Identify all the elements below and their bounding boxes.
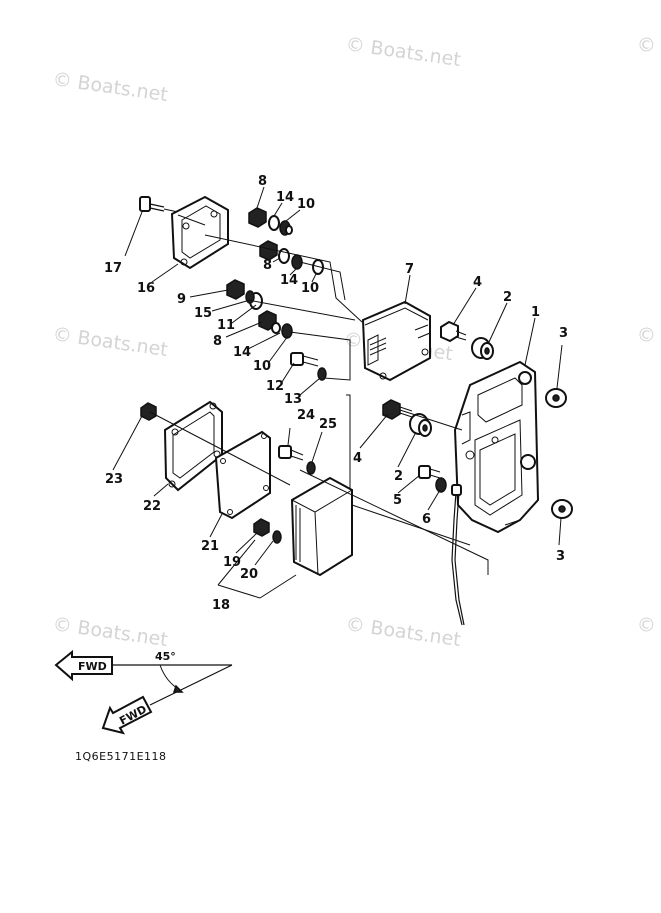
- label-part-21: 21: [201, 539, 219, 554]
- direction-indicator: FWD FWD 45°: [54, 649, 233, 735]
- label-part-4: 4: [353, 451, 362, 466]
- label-part-23: 23: [105, 472, 123, 487]
- watermark: © Boats.net: [51, 323, 169, 361]
- watermark: © Boats.net: [635, 323, 661, 361]
- part-5-screw: [418, 465, 441, 479]
- part-16-bracket: [170, 195, 229, 270]
- label-part-10: 10: [301, 281, 319, 296]
- part-17-bolt: [139, 196, 165, 212]
- part-12-bolt: [290, 352, 319, 367]
- watermark: © Boats.net: [635, 33, 661, 71]
- label-part-22: 22: [143, 499, 161, 514]
- part-25-washer: [306, 461, 316, 475]
- label-part-16: 16: [137, 281, 155, 296]
- watermark: © Boats.net: [51, 613, 169, 651]
- label-part-20: 20: [240, 567, 258, 582]
- part-22-gasket-frame: [163, 400, 223, 492]
- part-labels: 1 2 2 3 3 4 4 5 6 7 8 8 8 9 10 10 10 11 …: [104, 174, 568, 613]
- label-part-15: 15: [194, 306, 212, 321]
- angle-label: 45°: [155, 650, 176, 663]
- label-part-10: 10: [297, 197, 315, 212]
- part-3-collar-lower: [551, 499, 573, 519]
- part-4-bolt-lower: [382, 399, 413, 420]
- ground-wire: [451, 484, 465, 626]
- label-part-18: 18: [212, 598, 230, 613]
- label-part-13: 13: [284, 392, 302, 407]
- label-part-2: 2: [503, 290, 512, 305]
- fwd-label: FWD: [78, 660, 107, 673]
- assembly-leader-lines: [177, 214, 363, 381]
- label-leader-lines: [112, 186, 563, 599]
- label-part-14: 14: [233, 345, 251, 360]
- part-13-washer: [317, 367, 327, 381]
- label-part-2: 2: [394, 469, 403, 484]
- part-2-grommet-upper: [471, 337, 494, 360]
- part-21-gasket-sheet: [214, 430, 271, 520]
- watermark-layer: © Boats.net © Boats.net © Boats.net © Bo…: [51, 33, 661, 651]
- label-part-14: 14: [276, 190, 294, 205]
- label-part-25: 25: [319, 417, 337, 432]
- hardware-stack-middle: [226, 279, 293, 339]
- part-19-bolt: [253, 518, 270, 537]
- label-part-3: 3: [559, 326, 568, 341]
- part-7-module: [361, 300, 431, 382]
- part-4-bolt-upper: [440, 320, 467, 343]
- label-part-12: 12: [266, 379, 284, 394]
- label-part-9: 9: [177, 292, 186, 307]
- watermark: © Boats.net: [635, 613, 661, 651]
- part-3-collar-upper: [545, 388, 567, 408]
- watermark: © Boats.net: [344, 613, 462, 651]
- part-18-cover: [290, 476, 353, 577]
- part-20-washer: [272, 530, 282, 544]
- diagram-code: 1Q6E5171E118: [75, 750, 167, 763]
- watermark: © Boats.net: [344, 33, 462, 71]
- label-part-7: 7: [405, 262, 414, 277]
- label-part-24: 24: [297, 408, 315, 423]
- label-part-8: 8: [263, 258, 272, 273]
- label-part-10: 10: [253, 359, 271, 374]
- watermark: © Boats.net: [51, 68, 169, 106]
- label-part-19: 19: [223, 555, 241, 570]
- part-6-washer: [435, 477, 447, 493]
- part-1-main-bracket: [453, 360, 540, 534]
- label-part-1: 1: [531, 305, 540, 320]
- label-part-8: 8: [213, 334, 222, 349]
- label-part-5: 5: [393, 493, 402, 508]
- label-part-3: 3: [556, 549, 565, 564]
- part-24-bolt: [278, 445, 304, 461]
- part-23-bolt: [140, 402, 157, 421]
- label-part-11: 11: [217, 318, 235, 333]
- label-part-14: 14: [280, 273, 298, 288]
- label-part-4: 4: [473, 275, 482, 290]
- label-part-17: 17: [104, 261, 122, 276]
- hardware-stack-upper: [248, 207, 324, 275]
- cover-assembly-lines: [149, 394, 489, 575]
- fwd-arrow-angled-icon: [101, 695, 153, 735]
- label-part-6: 6: [422, 512, 431, 527]
- part-2-grommet-lower: [409, 413, 432, 437]
- label-part-8: 8: [258, 174, 267, 189]
